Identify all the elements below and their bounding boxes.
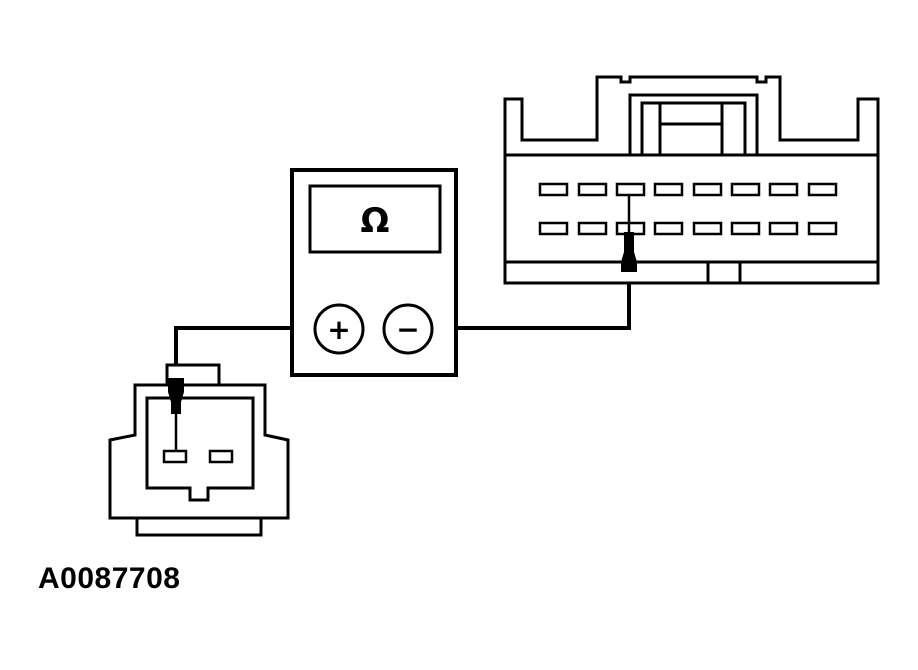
- pin: [768, 182, 799, 197]
- probe-icon: [168, 378, 184, 451]
- wires: [174, 272, 631, 378]
- pin: [538, 182, 569, 197]
- multi-pin-connector: [503, 75, 880, 285]
- pin: [730, 182, 761, 197]
- positive-terminal-label: +: [327, 313, 350, 346]
- pin: [162, 449, 188, 464]
- pin: [768, 221, 799, 236]
- pin: [615, 182, 646, 197]
- pin: [653, 182, 684, 197]
- ohmmeter: Ω + −: [290, 168, 458, 377]
- negative-lead-wire: [432, 272, 631, 330]
- pin: [538, 221, 569, 236]
- two-pin-connector: [108, 363, 290, 537]
- pin: [807, 221, 838, 236]
- probe-icon: [621, 195, 637, 272]
- figure-id: A0087708: [38, 562, 181, 595]
- pin: [577, 221, 608, 236]
- pin: [692, 182, 723, 197]
- negative-terminal: [382, 303, 434, 355]
- pin: [208, 449, 234, 464]
- pin: [807, 182, 838, 197]
- pin: [692, 221, 723, 236]
- pin: [577, 182, 608, 197]
- connector-inner-body: [145, 396, 255, 502]
- connector-bottom-lip: [135, 516, 263, 537]
- negative-terminal-label: −: [396, 313, 419, 346]
- positive-terminal: [313, 303, 365, 355]
- probe-body: [168, 378, 184, 414]
- pin-row-bottom: [538, 221, 838, 236]
- positive-lead-wire: [174, 326, 316, 378]
- meter-display: [308, 184, 442, 254]
- pin: [653, 221, 684, 236]
- pin-row-top: [538, 182, 838, 197]
- probe-body: [621, 232, 637, 272]
- ohm-icon: Ω: [361, 201, 390, 241]
- pin: [730, 221, 761, 236]
- connector-key-notch: [706, 260, 742, 285]
